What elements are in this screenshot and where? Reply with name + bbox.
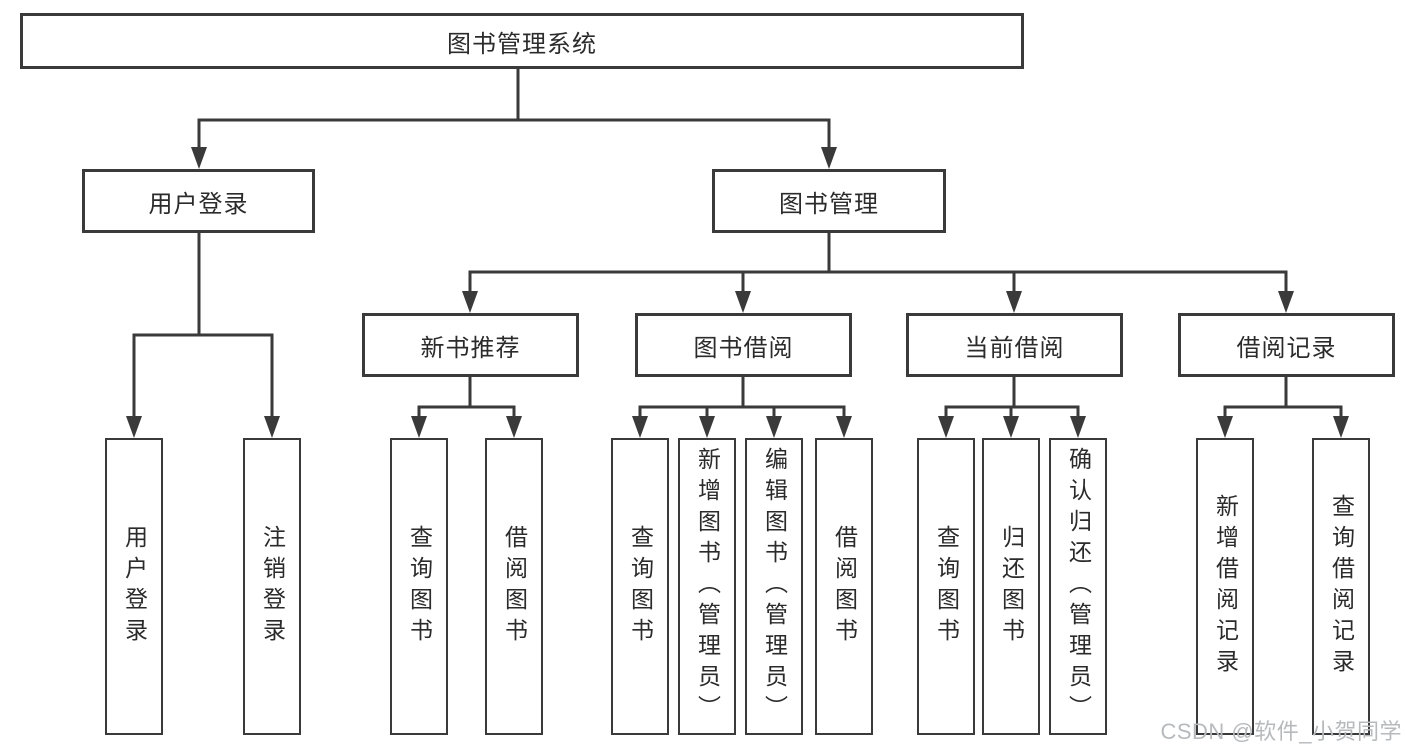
arrowhead-leaf <box>766 416 782 438</box>
leaf-query-books-borrow: 查询图书 <box>611 438 669 735</box>
node-root-label: 图书管理系统 <box>447 30 597 58</box>
arrowhead-leaf <box>264 416 280 438</box>
node-user-login-label: 用户登录 <box>148 190 249 218</box>
node-book-borrow-label: 图书借阅 <box>693 334 794 362</box>
arrowhead-book-borrow <box>735 291 751 313</box>
leaf-query-books-current: 查询图书 <box>917 438 975 735</box>
node-root-system: 图书管理系统 <box>20 13 1024 69</box>
leaf-borrow-books-rec: 借阅图书 <box>485 438 543 735</box>
arrowhead-current-borrow <box>1006 291 1022 313</box>
node-book-borrow: 图书借阅 <box>635 313 852 377</box>
arrowhead-leaf <box>1070 416 1086 438</box>
node-new-book-rec-label: 新书推荐 <box>420 334 521 362</box>
leaf-query-books-rec: 查询图书 <box>390 438 448 735</box>
node-book-mgmt: 图书管理 <box>712 169 946 233</box>
leaf-logout: 注销登录 <box>243 438 301 735</box>
leaf-add-books-admin: 新增图书（管理员） <box>678 438 736 735</box>
node-borrow-records: 借阅记录 <box>1178 313 1395 377</box>
leaf-borrow-books: 借阅图书 <box>815 438 873 735</box>
arrowhead-leaf <box>632 416 648 438</box>
arrowhead-leaf <box>1003 416 1019 438</box>
node-borrow-records-label: 借阅记录 <box>1236 334 1337 362</box>
arrowhead-leaf <box>126 416 142 438</box>
connector-user-login-to-leaves <box>126 233 280 438</box>
arrowhead-leaf <box>411 416 427 438</box>
arrowhead-leaf <box>1217 416 1233 438</box>
leaf-edit-books-admin: 编辑图书（管理员） <box>745 438 803 735</box>
leaf-user-login: 用户登录 <box>105 438 163 735</box>
connector-new-book-rec-to-leaves <box>411 376 522 438</box>
leaf-return-books: 归还图书 <box>982 438 1040 735</box>
node-current-borrow-label: 当前借阅 <box>964 334 1065 362</box>
arrowhead-user-login <box>191 147 207 169</box>
arrowhead-book-mgmt <box>821 147 837 169</box>
arrowhead-leaf <box>836 416 852 438</box>
connector-book-borrow-to-leaves <box>632 376 852 438</box>
connector-book-mgmt-to-level2 <box>462 233 1294 313</box>
leaf-query-borrow-record: 查询借阅记录 <box>1312 438 1370 735</box>
node-user-login: 用户登录 <box>82 169 315 233</box>
leaf-add-borrow-record: 新增借阅记录 <box>1196 438 1254 735</box>
connector-root-to-level1 <box>191 69 837 169</box>
arrowhead-leaf <box>699 416 715 438</box>
arrowhead-leaf <box>506 416 522 438</box>
node-current-borrow: 当前借阅 <box>906 313 1123 377</box>
csdn-watermark: CSDN @软件_小贺同学 <box>1160 719 1402 744</box>
arrowhead-leaf <box>938 416 954 438</box>
node-book-mgmt-label: 图书管理 <box>779 190 879 218</box>
leaf-confirm-return-admin: 确认归还（管理员） <box>1049 438 1107 735</box>
connector-borrow-records-to-leaves <box>1217 376 1349 438</box>
arrowhead-leaf <box>1333 416 1349 438</box>
connector-current-borrow-to-leaves <box>938 376 1086 438</box>
arrowhead-borrow-records <box>1278 291 1294 313</box>
arrowhead-new-book-rec <box>462 291 478 313</box>
node-new-book-rec: 新书推荐 <box>362 313 579 377</box>
